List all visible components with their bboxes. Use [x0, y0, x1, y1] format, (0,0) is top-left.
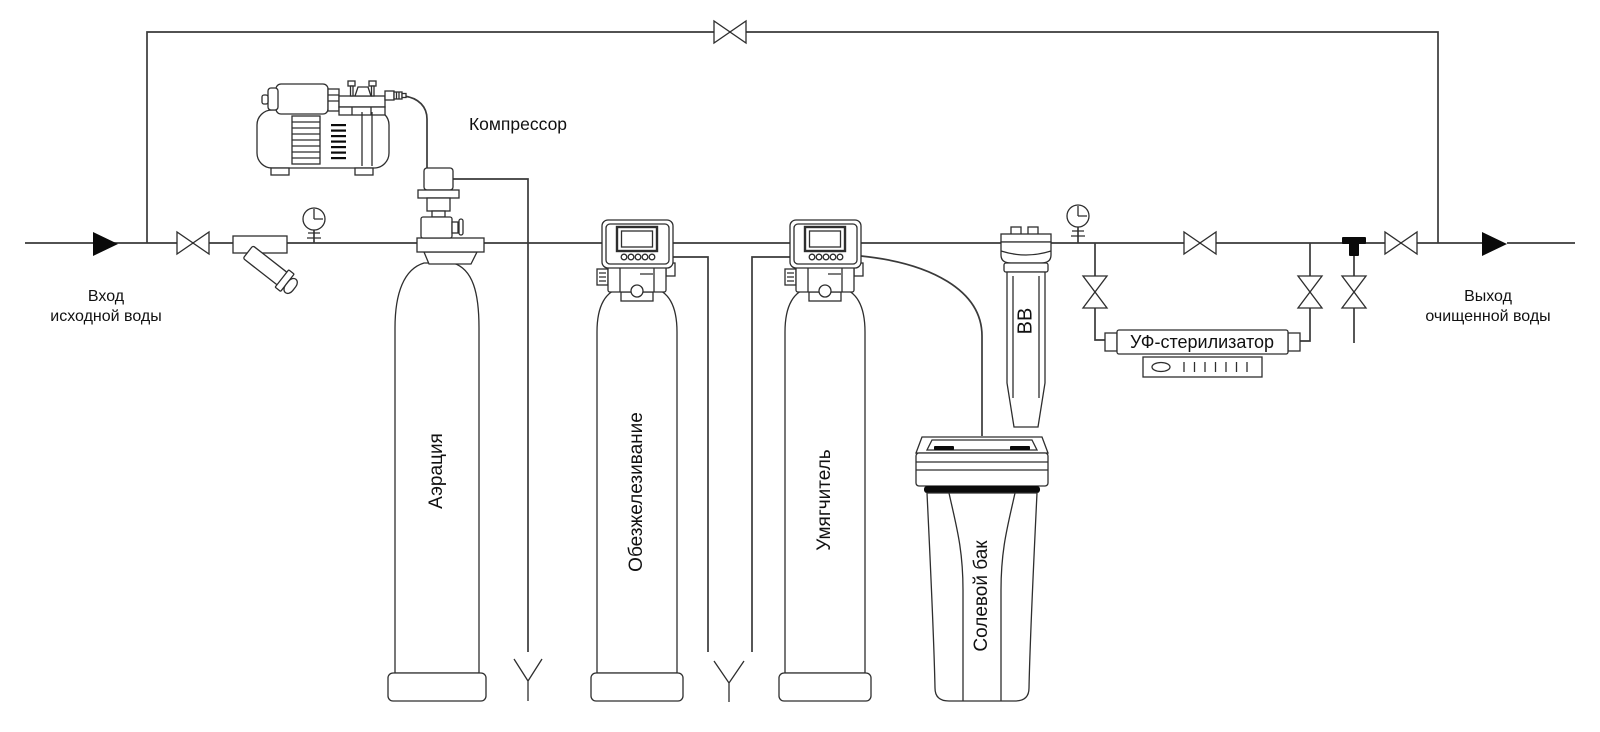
valve-port-circle [630, 284, 644, 298]
softener-tank-base [778, 672, 872, 702]
uv-control-box [1142, 356, 1263, 378]
controller-housing-inner [605, 223, 670, 265]
compressor-bolt-right [368, 80, 377, 87]
uv-inlet-drop-pipe [1094, 243, 1105, 341]
inlet-label-line1: Вход [88, 288, 125, 305]
aeration-tank-label: Аэрация [426, 433, 447, 509]
uv-outlet-valve-icon [1296, 275, 1324, 309]
salt-tank-lid-mark-right [1010, 446, 1030, 450]
sediment-strainer-icon [232, 235, 298, 295]
compressor-bracket [354, 86, 372, 97]
compressor-motor [275, 83, 329, 115]
uv-sterilizer-label: УФ-стерилизатор [1130, 332, 1274, 352]
iron-removal-tank-label: Обезжелезивание [626, 412, 647, 572]
air-injector-icon [417, 167, 464, 239]
salt-tank-lid-mark-left [934, 446, 954, 450]
compressor-bolt-left [347, 80, 356, 87]
uv-indicator-oval [1151, 361, 1171, 373]
uv-sterilizer: УФ-стерилизатор [1104, 329, 1301, 378]
outlet-shutoff-valve-icon [1384, 230, 1418, 256]
outlet-flow-arrow-icon [1482, 232, 1507, 256]
outlet-pressure-gauge-icon [1066, 204, 1090, 237]
uv-indicator-ticks [1183, 362, 1248, 372]
compressor-head-plate [338, 95, 386, 108]
drain-pipe-softener [751, 256, 790, 652]
uv-inlet-valve-icon [1081, 275, 1109, 309]
controller-display-inner [808, 230, 842, 248]
bb-bowl [1006, 271, 1046, 428]
bypass-pipe-top [146, 31, 1439, 243]
drain-funnel-left [513, 658, 543, 701]
salt-tank-body [926, 492, 1038, 702]
salt-tank: Солевой бак [915, 436, 1049, 702]
compressor-foot-right [354, 167, 374, 176]
brine-line [860, 255, 983, 436]
compressor-motor-cap [267, 87, 279, 111]
softener-control-valve [784, 219, 864, 302]
softener-tank-label: Умягчитель [814, 449, 835, 551]
inlet-group [93, 207, 326, 295]
bb-collar [1003, 262, 1049, 273]
inlet-label-line2: исходной воды [50, 308, 161, 325]
bb-bowl-ribs [1012, 276, 1040, 398]
aeration-tank: Аэрация [387, 167, 487, 702]
aeration-tank-base [387, 672, 487, 702]
drain-funnel-center [713, 660, 745, 702]
controller-buttons [808, 253, 844, 261]
bb-filter-label: ВВ [1014, 308, 1036, 335]
compressor-motor-nub [261, 94, 269, 105]
piping [25, 31, 1575, 702]
uv-outlet-drop-pipe [1300, 243, 1311, 342]
aeration-tank-flange [416, 237, 485, 253]
sample-valve-icon [1340, 275, 1368, 309]
top-bypass-valve-icon [713, 19, 747, 45]
uv-cap-left [1104, 332, 1118, 352]
uv-chamber [1116, 329, 1289, 355]
inlet-shutoff-valve-icon [176, 230, 210, 256]
compressor-outlet-fitting [384, 90, 395, 101]
compressor-air-hose [403, 95, 428, 168]
aeration-tank-collar [423, 251, 479, 265]
inlet-flow-arrow-icon [93, 232, 118, 256]
salt-tank-rim [924, 486, 1040, 493]
salt-tank-lid-top-inner [925, 439, 1039, 451]
compressor-fins-dark [331, 124, 346, 160]
iron-removal-tank-base [590, 672, 684, 702]
drain-pipe-iron-removal [673, 256, 709, 652]
compressor-bolt-right-pin [370, 85, 375, 97]
outlet-label-line1: Выход [1464, 288, 1513, 305]
inlet-pressure-gauge-icon [302, 207, 326, 239]
uv-cap-right [1287, 332, 1301, 352]
valve-port-circle [818, 284, 832, 298]
iron-removal-control-valve [596, 219, 676, 302]
compressor-foot-left [270, 167, 290, 176]
compressor-coupler [327, 88, 340, 112]
compressor-bolt-left-pin [349, 85, 354, 97]
salt-tank-mold-lines [948, 492, 1016, 701]
bb-head-lip [1000, 250, 1052, 256]
bb-bracket-plate [1000, 233, 1052, 243]
controller-buttons [620, 253, 656, 261]
sample-tap-tee-icon [1342, 237, 1366, 256]
bb-cartridge-filter: ВВ [1000, 226, 1052, 428]
controller-housing-inner [793, 223, 858, 265]
controller-display-inner [620, 230, 654, 248]
drain-pipe-aeration [453, 178, 529, 652]
iron-removal-tank: Обезжелезивание [590, 219, 684, 702]
salt-tank-label: Солевой бак [971, 540, 992, 652]
compressor-outlet-tip [401, 92, 407, 99]
outlet-label-line2: очищенной воды [1425, 308, 1550, 325]
uv-bypass-valve-icon [1183, 230, 1217, 256]
compressor-outlet-nipple [393, 91, 403, 100]
compressor-label: Компрессор [469, 114, 567, 134]
softener-tank: Умягчитель [778, 219, 872, 702]
compressor [256, 80, 407, 176]
compressor-body [256, 109, 390, 169]
